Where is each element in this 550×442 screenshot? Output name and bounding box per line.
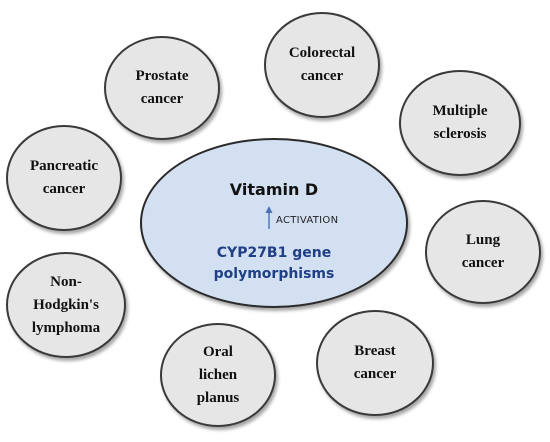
- disease-label: Pancreatic cancer: [29, 158, 99, 197]
- disease-label: Oral lichen planus: [196, 343, 240, 406]
- disease-node-oral-lichen-planus: Oral lichen planus: [160, 323, 276, 427]
- disease-node-lung-cancer: Lung cancer: [425, 200, 541, 304]
- disease-node-multiple-sclerosis: Multiple sclerosis: [399, 70, 521, 176]
- cyp27b1-gene-label: CYP27B1 gene polymorphisms: [213, 245, 335, 282]
- disease-label: Lung cancer: [461, 232, 505, 271]
- vitamin-d-title: Vitamin D: [229, 180, 319, 199]
- disease-label: Colorectal cancer: [288, 45, 356, 84]
- disease-label: Non- Hodgkin's lymphoma: [31, 273, 101, 336]
- disease-label: Breast cancer: [353, 343, 397, 382]
- disease-label: Prostate cancer: [135, 68, 189, 107]
- disease-node-colorectal-cancer: Colorectal cancer: [264, 12, 380, 118]
- disease-node-pancreatic-cancer: Pancreatic cancer: [6, 125, 122, 231]
- disease-node-non-hodgkins-lymphoma: Non- Hodgkin's lymphoma: [6, 252, 126, 358]
- disease-label: Multiple sclerosis: [432, 103, 488, 142]
- activation-label: ACTIVATION: [276, 215, 339, 226]
- activation-arrow-icon: [265, 206, 273, 229]
- disease-node-prostate-cancer: Prostate cancer: [104, 36, 220, 140]
- disease-node-breast-cancer: Breast cancer: [316, 310, 434, 416]
- vitamin-d-center-node: Vitamin D ACTIVATION CYP27B1 gene polymo…: [140, 138, 408, 308]
